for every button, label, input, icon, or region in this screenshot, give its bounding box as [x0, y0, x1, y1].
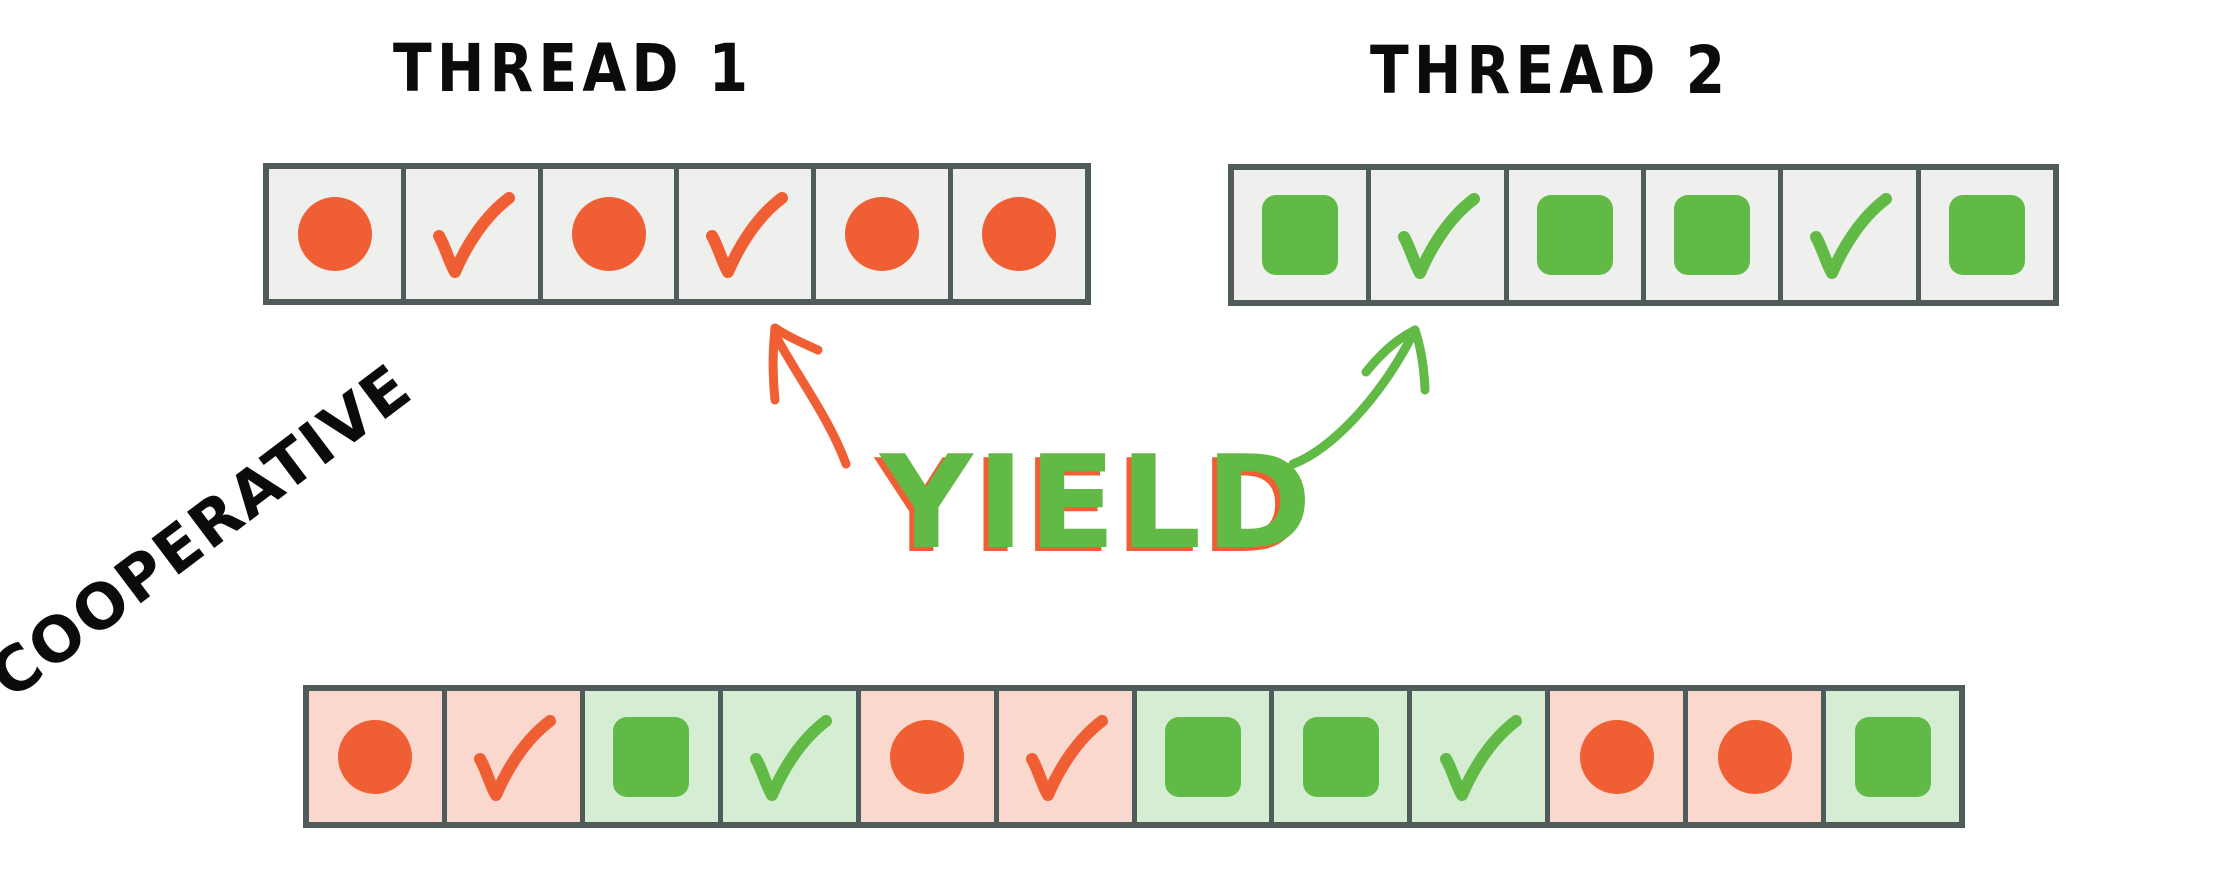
timeline-cell	[1407, 691, 1546, 822]
timeline-cell	[674, 169, 812, 299]
timeline-cell	[1366, 170, 1504, 300]
yield-text-orange: YIELD	[875, 433, 1311, 582]
timeline-cell	[1269, 691, 1408, 822]
circle-task-icon	[297, 197, 372, 271]
check-icon	[1026, 714, 1109, 801]
timeline-cell	[948, 169, 1085, 299]
circle-task-icon	[982, 197, 1057, 271]
timeline-cell	[537, 169, 675, 299]
timeline-cell	[1778, 170, 1916, 300]
thread-1-timeline	[263, 163, 1091, 305]
timeline-cell	[1915, 170, 2053, 300]
check-icon	[432, 192, 515, 278]
arrow-to-thread-1-icon	[768, 323, 851, 469]
circle-task-icon	[890, 719, 965, 794]
square-task-icon	[1536, 195, 1613, 275]
square-task-icon	[1164, 716, 1241, 797]
square-task-icon	[1302, 716, 1379, 797]
timeline-cell	[717, 691, 856, 822]
cooperative-timeline	[303, 685, 1965, 828]
circle-task-icon	[1579, 719, 1654, 794]
timeline-cell	[1640, 170, 1779, 300]
timeline-cell	[269, 169, 401, 299]
thread-1-title: THREAD 1	[393, 30, 754, 107]
timeline-cell	[1545, 691, 1684, 822]
timeline-cell	[1821, 691, 1960, 822]
timeline-cell	[811, 169, 949, 299]
timeline-cell	[441, 691, 580, 822]
yield-label: YIELD YIELD	[875, 440, 1312, 590]
square-task-icon	[1948, 195, 2025, 275]
square-task-icon	[1674, 195, 1751, 275]
circle-task-icon	[571, 197, 646, 271]
check-icon	[1810, 193, 1893, 279]
square-task-icon	[1854, 716, 1931, 797]
check-icon	[474, 714, 557, 801]
thread-2-timeline	[1228, 164, 2059, 306]
timeline-cell	[579, 691, 718, 822]
circle-task-icon	[338, 719, 413, 794]
timeline-cell	[993, 691, 1132, 822]
circle-task-icon	[1717, 719, 1792, 794]
timeline-cell	[855, 691, 994, 822]
thread-2-title: THREAD 2	[1370, 32, 1731, 109]
timeline-cell	[400, 169, 538, 299]
timeline-cell	[309, 691, 442, 822]
circle-task-icon	[845, 197, 920, 271]
arrow-to-thread-2-icon	[1288, 325, 1430, 469]
check-icon	[1439, 714, 1522, 801]
timeline-cell	[1683, 691, 1822, 822]
check-icon	[1398, 193, 1481, 279]
timeline-cell	[1131, 691, 1270, 822]
yield-text-green: YIELD	[880, 429, 1316, 578]
timeline-cell	[1234, 170, 1367, 300]
timeline-cell	[1503, 170, 1641, 300]
square-task-icon	[613, 716, 690, 797]
square-task-icon	[1262, 195, 1339, 275]
check-icon	[750, 714, 833, 801]
check-icon	[706, 192, 789, 278]
